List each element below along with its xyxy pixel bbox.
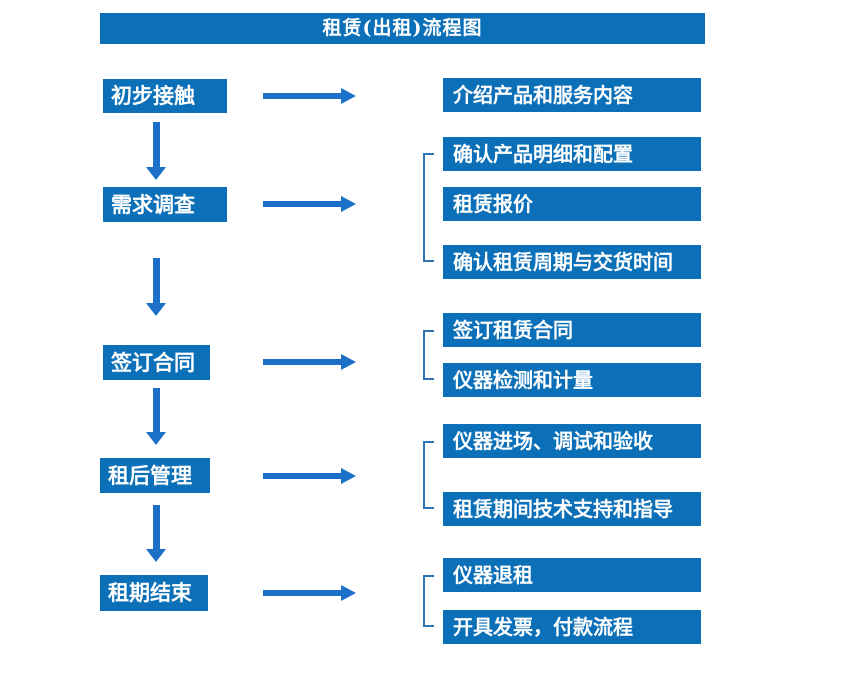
right-arrow-shaft bbox=[263, 201, 342, 207]
step-box-sign-contract: 签订合同 bbox=[103, 345, 210, 380]
output-box-sign-rental-contract: 签订租赁合同 bbox=[443, 313, 701, 347]
down-arrow-4 bbox=[146, 505, 167, 562]
step-box-initial-contact: 初步接触 bbox=[103, 79, 227, 113]
right-arrow-shaft bbox=[263, 473, 342, 479]
output-box-introduce-products: 介绍产品和服务内容 bbox=[443, 78, 701, 112]
down-arrow-shaft bbox=[153, 122, 160, 168]
output-box-confirm-period-delivery: 确认租赁周期与交货时间 bbox=[443, 245, 701, 279]
bracket-sign-contract-group bbox=[423, 330, 434, 380]
down-arrow-3 bbox=[146, 388, 167, 445]
right-arrow-1 bbox=[263, 88, 356, 104]
bracket-demand-survey-group bbox=[423, 153, 434, 262]
bracket-rent-end-group bbox=[423, 575, 434, 627]
down-arrow-1 bbox=[146, 122, 167, 180]
down-arrow-head bbox=[146, 303, 166, 316]
right-arrow-shaft bbox=[263, 359, 342, 365]
right-arrow-head bbox=[341, 468, 356, 484]
right-arrow-head bbox=[341, 585, 356, 601]
output-box-invoice-payment: 开具发票，付款流程 bbox=[443, 610, 701, 644]
output-box-tech-support: 租赁期间技术支持和指导 bbox=[443, 492, 701, 526]
output-box-confirm-product-details: 确认产品明细和配置 bbox=[443, 137, 701, 171]
right-arrow-head bbox=[341, 354, 356, 370]
step-box-rent-period-end: 租期结束 bbox=[100, 575, 208, 611]
right-arrow-4 bbox=[263, 468, 356, 484]
output-box-rental-quote: 租赁报价 bbox=[443, 187, 701, 221]
right-arrow-shaft bbox=[263, 590, 342, 596]
right-arrow-head bbox=[341, 196, 356, 212]
down-arrow-shaft bbox=[153, 505, 160, 550]
down-arrow-head bbox=[146, 549, 166, 562]
down-arrow-head bbox=[146, 167, 166, 180]
right-arrow-shaft bbox=[263, 93, 342, 99]
step-box-demand-survey: 需求调查 bbox=[103, 187, 227, 222]
down-arrow-shaft bbox=[153, 258, 160, 304]
right-arrow-5 bbox=[263, 585, 356, 601]
step-box-post-rent-management: 租后管理 bbox=[100, 458, 210, 493]
right-arrow-2 bbox=[263, 196, 356, 212]
flowchart-title: 租赁(出租)流程图 bbox=[100, 13, 705, 44]
bracket-post-rent-group bbox=[423, 441, 434, 509]
output-box-instrument-testing: 仪器检测和计量 bbox=[443, 363, 701, 397]
down-arrow-shaft bbox=[153, 388, 160, 433]
down-arrow-2 bbox=[146, 258, 167, 316]
output-box-instrument-return: 仪器退租 bbox=[443, 558, 701, 592]
right-arrow-3 bbox=[263, 354, 356, 370]
right-arrow-head bbox=[341, 88, 356, 104]
down-arrow-head bbox=[146, 432, 166, 445]
output-box-instrument-setup-acceptance: 仪器进场、调试和验收 bbox=[443, 424, 701, 458]
